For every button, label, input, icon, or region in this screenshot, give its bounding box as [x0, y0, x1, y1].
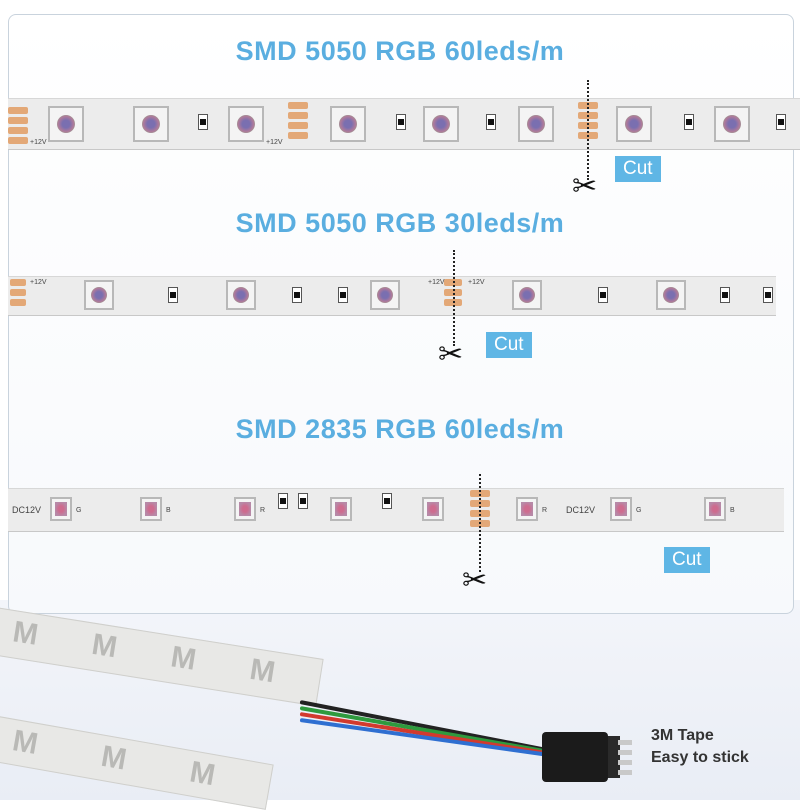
connector-pin	[618, 770, 632, 775]
scissors-icon: ✂	[438, 338, 464, 371]
cut-line	[453, 250, 455, 346]
strip-mark: B	[730, 507, 735, 514]
connector-pin	[618, 750, 632, 755]
led-chip	[423, 106, 459, 142]
connector-pin	[618, 740, 632, 745]
strip-mark: +12V	[428, 279, 445, 286]
resistor	[684, 114, 694, 130]
led-chip	[50, 497, 72, 521]
led-chip	[133, 106, 169, 142]
connector-neck	[608, 736, 620, 778]
connector-pin	[618, 760, 632, 765]
tape-logo: M	[187, 755, 218, 793]
led-chip	[516, 497, 538, 521]
led-chip	[84, 280, 114, 310]
led-chip	[228, 106, 264, 142]
resistor	[198, 114, 208, 130]
resistor	[720, 287, 730, 303]
title-5050-30: SMD 5050 RGB 30leds/m	[235, 208, 565, 238]
tape-logo: M	[168, 640, 199, 677]
tape-logo: M	[98, 739, 130, 777]
strip-mark: +12V	[30, 279, 47, 286]
resistor	[278, 493, 288, 509]
led-chip	[370, 280, 400, 310]
strip-mark: DC12V	[12, 505, 42, 515]
resistor	[486, 114, 496, 130]
strip-mark: G	[636, 507, 642, 514]
scissors-icon: ✂	[462, 564, 488, 597]
caption-line-1: 3M Tape	[651, 727, 714, 744]
led-chip	[656, 280, 686, 310]
strip-mark: R	[542, 507, 548, 514]
tape-logo: M	[89, 627, 120, 665]
title-2835-60: SMD 2835 RGB 60leds/m	[235, 414, 565, 444]
solder-pads-start	[10, 279, 26, 309]
caption-line-2: Easy to stick	[651, 749, 749, 766]
resistor	[292, 287, 302, 303]
led-chip	[610, 497, 632, 521]
resistor	[776, 114, 786, 130]
strip-mark: DC12V	[566, 505, 596, 515]
tape-logo: M	[10, 724, 41, 762]
strip-mark: R	[260, 507, 266, 514]
strip-mark: +12V	[266, 139, 283, 146]
resistor	[763, 287, 773, 303]
strip-mark: G	[76, 507, 82, 514]
led-chip	[512, 280, 542, 310]
led-chip	[330, 106, 366, 142]
resistor	[598, 287, 608, 303]
cut-badge: Cut	[486, 332, 532, 358]
resistor	[382, 493, 392, 509]
resistor	[298, 493, 308, 509]
resistor	[338, 287, 348, 303]
led-chip	[422, 497, 444, 521]
strip-mark: B	[166, 507, 171, 514]
cut-line	[587, 80, 589, 180]
cut-line	[479, 474, 481, 572]
scissors-icon: ✂	[572, 170, 598, 203]
led-chip	[330, 497, 352, 521]
solder-pads	[288, 102, 308, 142]
strip-5050-60: +12V +12V	[8, 98, 800, 150]
connector	[542, 732, 608, 782]
strip-5050-30: +12V +12V +12V	[8, 276, 776, 316]
strip-mark: +12V	[468, 279, 485, 286]
tape-logo: M	[10, 615, 41, 652]
resistor	[168, 287, 178, 303]
led-chip	[48, 106, 84, 142]
title-5050-60: SMD 5050 RGB 60leds/m	[235, 36, 565, 66]
led-chip	[714, 106, 750, 142]
led-chip	[140, 497, 162, 521]
led-chip	[234, 497, 256, 521]
led-chip	[226, 280, 256, 310]
led-chip	[518, 106, 554, 142]
cut-badge: Cut	[615, 156, 661, 182]
led-chip	[616, 106, 652, 142]
solder-pads-start	[8, 107, 28, 147]
cut-badge: Cut	[664, 547, 710, 573]
strip-mark: +12V	[30, 139, 47, 146]
resistor	[396, 114, 406, 130]
strip-2835-60: DC12V G B R R DC12V G B	[8, 488, 784, 532]
tape-logo: M	[247, 652, 278, 690]
led-chip	[704, 497, 726, 521]
